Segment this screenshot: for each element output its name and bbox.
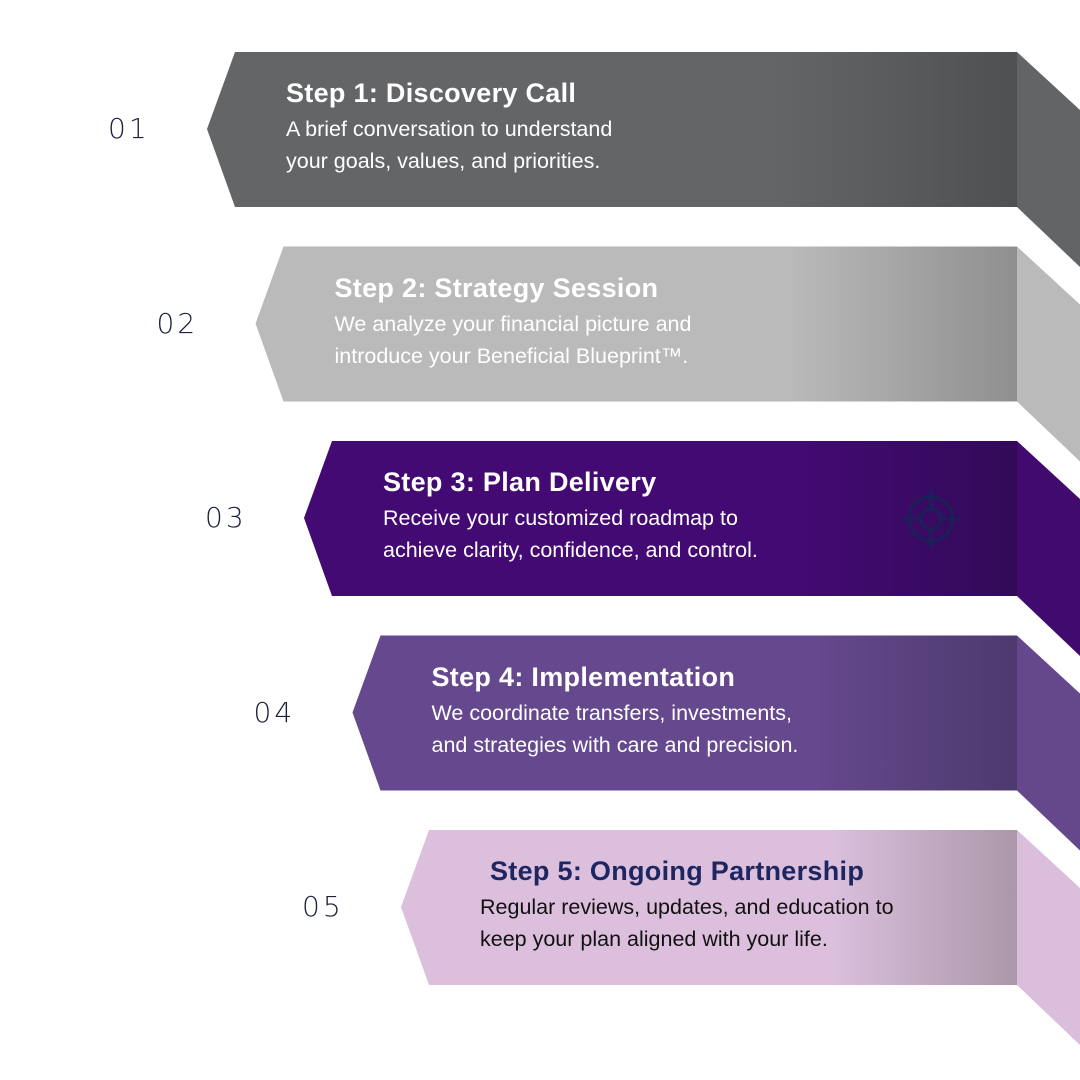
- step-description-line: achieve clarity, confidence, and control…: [383, 538, 758, 562]
- step-fold: [1017, 441, 1080, 656]
- step-description-line: keep your plan aligned with your life.: [480, 927, 828, 951]
- step-fold: [1017, 830, 1080, 1045]
- step-title: Step 5: Ongoing Partnership: [490, 856, 865, 886]
- step-description-line: introduce your Beneficial Blueprint™.: [334, 343, 689, 368]
- step-number: 03: [205, 501, 247, 534]
- step-content: Step 4: Implementation We coordinate tra…: [432, 662, 1052, 761]
- step-arrow-band: [304, 441, 1017, 596]
- step-description-line: and strategies with care and precision.: [431, 732, 799, 757]
- step-title: Step 2: Strategy Session: [334, 272, 659, 303]
- step-arrow-band: [255, 246, 1017, 402]
- step-content: Step 2: Strategy Session We analyze your…: [335, 273, 955, 372]
- step-content: Step 5: Ongoing Partnership Regular revi…: [480, 856, 1080, 955]
- step-description-line: your goals, values, and priorities.: [286, 149, 601, 173]
- target-icon: [902, 490, 960, 548]
- step-fold: [1017, 52, 1080, 267]
- step-number: 04: [253, 695, 296, 729]
- step-arrow-band: [207, 52, 1017, 207]
- step-description-line: A brief conversation to understand: [286, 117, 613, 141]
- step-number: 01: [108, 112, 150, 145]
- step-fold: [1017, 635, 1080, 851]
- step-arrow-band: [352, 635, 1017, 791]
- step-description-line: We coordinate transfers, investments,: [431, 700, 792, 725]
- step-description-line: Regular reviews, updates, and education …: [480, 895, 894, 919]
- step-fold: [1017, 246, 1080, 462]
- step-number: 02: [156, 306, 199, 340]
- step-content: Step 1: Discovery Call A brief conversat…: [286, 78, 906, 177]
- step-description-line: We analyze your financial picture and: [334, 311, 692, 336]
- step-description-line: Receive your customized roadmap to: [383, 506, 738, 530]
- step-title: Step 3: Plan Delivery: [383, 467, 657, 497]
- step-title: Step 4: Implementation: [431, 661, 736, 692]
- step-arrow-band: [401, 830, 1017, 985]
- step-content: Step 3: Plan Delivery Receive your custo…: [383, 467, 1003, 566]
- step-title: Step 1: Discovery Call: [286, 78, 577, 108]
- step-number: 05: [302, 890, 344, 923]
